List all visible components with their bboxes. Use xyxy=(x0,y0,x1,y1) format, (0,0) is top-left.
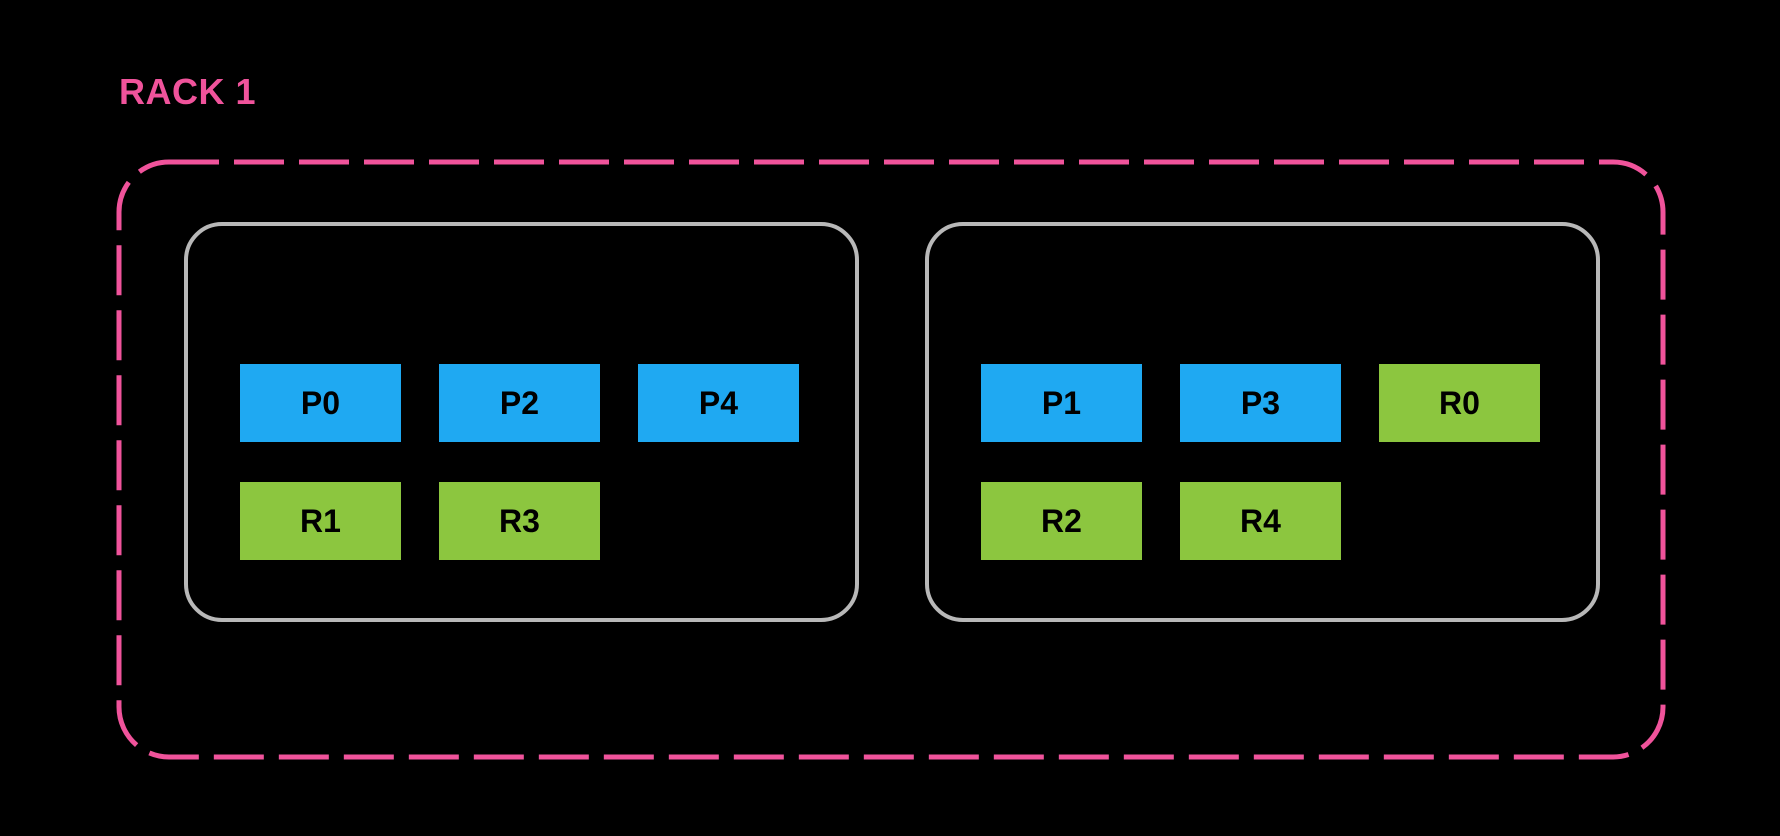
block-r4-label: R4 xyxy=(1240,502,1281,539)
block-r0: R0 xyxy=(1379,364,1540,442)
block-p0-label: P0 xyxy=(300,384,341,421)
host-0-row-1: P0 P2 P4 xyxy=(240,364,799,442)
rack-dashed-border xyxy=(116,159,1666,760)
block-p1: P1 xyxy=(981,364,1142,442)
rack-title: RACK 1 xyxy=(119,71,257,112)
host-0-row-2: R1 R3 xyxy=(240,482,600,560)
block-r4: R4 xyxy=(1180,482,1341,560)
host-1-row-2: R2 R4 xyxy=(981,482,1341,560)
block-p4-label: P4 xyxy=(698,384,739,421)
block-r2-label: R2 xyxy=(1041,502,1082,539)
block-r0-label: R0 xyxy=(1439,384,1480,421)
block-p2: P2 xyxy=(439,364,600,442)
block-p4: P4 xyxy=(638,364,799,442)
block-p1-label: P1 xyxy=(1041,384,1082,421)
block-r3: R3 xyxy=(439,482,600,560)
block-p0: P0 xyxy=(240,364,401,442)
host-box-1: P1 P3 R0 R2 R4 xyxy=(925,222,1600,622)
block-r2: R2 xyxy=(981,482,1142,560)
block-p3: P3 xyxy=(1180,364,1341,442)
block-p3-label: P3 xyxy=(1240,384,1281,421)
block-r3-label: R3 xyxy=(499,502,540,539)
host-1-row-1: P1 P3 R0 xyxy=(981,364,1540,442)
block-r1: R1 xyxy=(240,482,401,560)
block-p2-label: P2 xyxy=(499,384,540,421)
block-r1-label: R1 xyxy=(300,502,341,539)
host-box-0: P0 P2 P4 R1 R3 xyxy=(184,222,859,622)
